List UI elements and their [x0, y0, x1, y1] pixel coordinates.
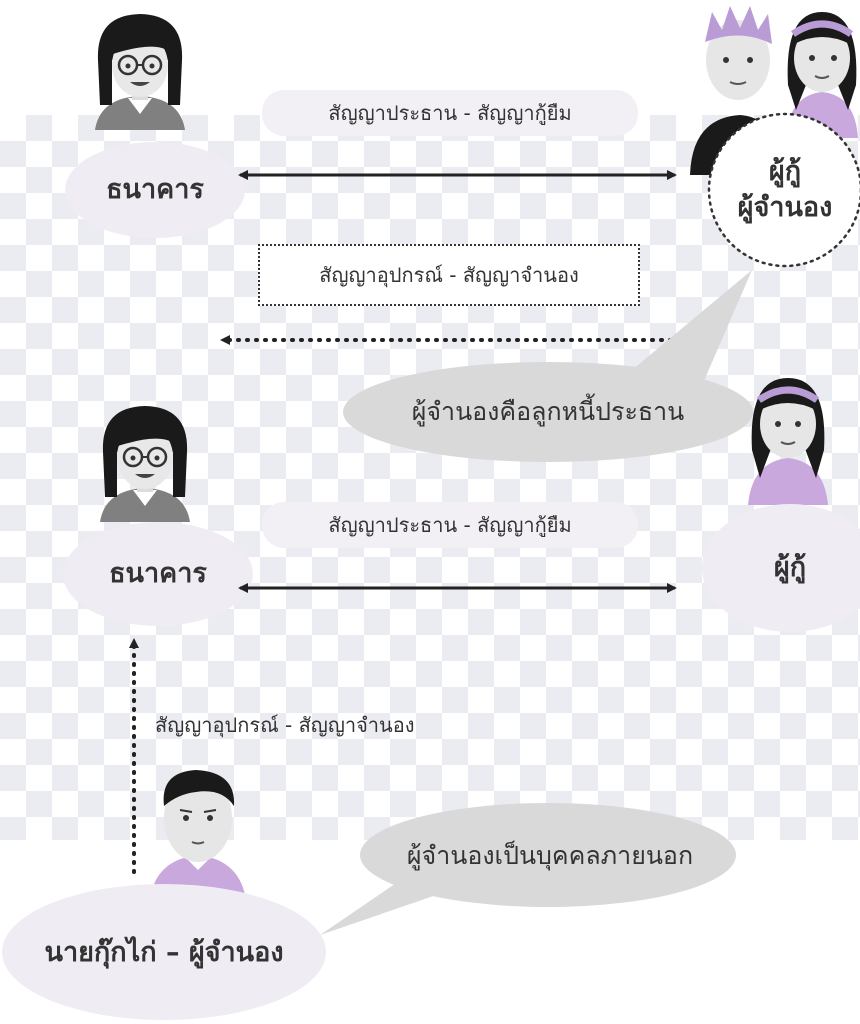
borrower-label-line2: ผู้จำนอง	[737, 192, 833, 223]
accessory-contract-label-bottom: สัญญาอุปกรณ์ - สัญญาจำนอง	[155, 713, 415, 737]
speech-bubble-bottom-text: ผู้จำนองเป็นบุคคลภายนอก	[406, 841, 694, 870]
speech-bubble-top	[343, 270, 753, 462]
bank-node-bottom	[63, 522, 253, 626]
bank-officer-avatar-icon	[95, 14, 185, 130]
bank-label-top: ธนาคาร	[106, 173, 204, 205]
speech-bubble-top-text: ผู้จำนองคือลูกหนี้ประธาน	[411, 397, 685, 426]
borrower-woman-avatar-icon	[748, 378, 828, 505]
bank-officer-avatar-bottom-icon	[100, 406, 190, 522]
borrower-mortgagor-label-top: ผู้กู้ ผู้จำนอง	[709, 140, 860, 240]
mortgagor-man-avatar-icon	[150, 770, 246, 900]
main-contract-label-bottom: สัญญาประธาน - สัญญากู้ยืม	[262, 502, 638, 548]
mortgagor-label: นายกุ๊กไก่ – ผู้จำนอง	[44, 936, 284, 968]
bank-node-top	[65, 142, 245, 238]
mortgagor-node	[2, 884, 326, 1020]
borrower-label-bottom: ผู้กู้	[773, 551, 807, 583]
main-contract-label-top: สัญญาประธาน - สัญญากู้ยืม	[262, 90, 638, 136]
bank-label-bottom: ธนาคาร	[109, 557, 207, 589]
borrower-label-line1: ผู้กู้	[768, 155, 802, 187]
accessory-contract-label-top: สัญญาอุปกรณ์ - สัญญาจำนอง	[258, 244, 640, 306]
borrower-mortgagor-node-top	[707, 112, 860, 268]
borrower-node-bottom	[702, 504, 860, 632]
speech-bubble-bottom	[320, 803, 736, 935]
